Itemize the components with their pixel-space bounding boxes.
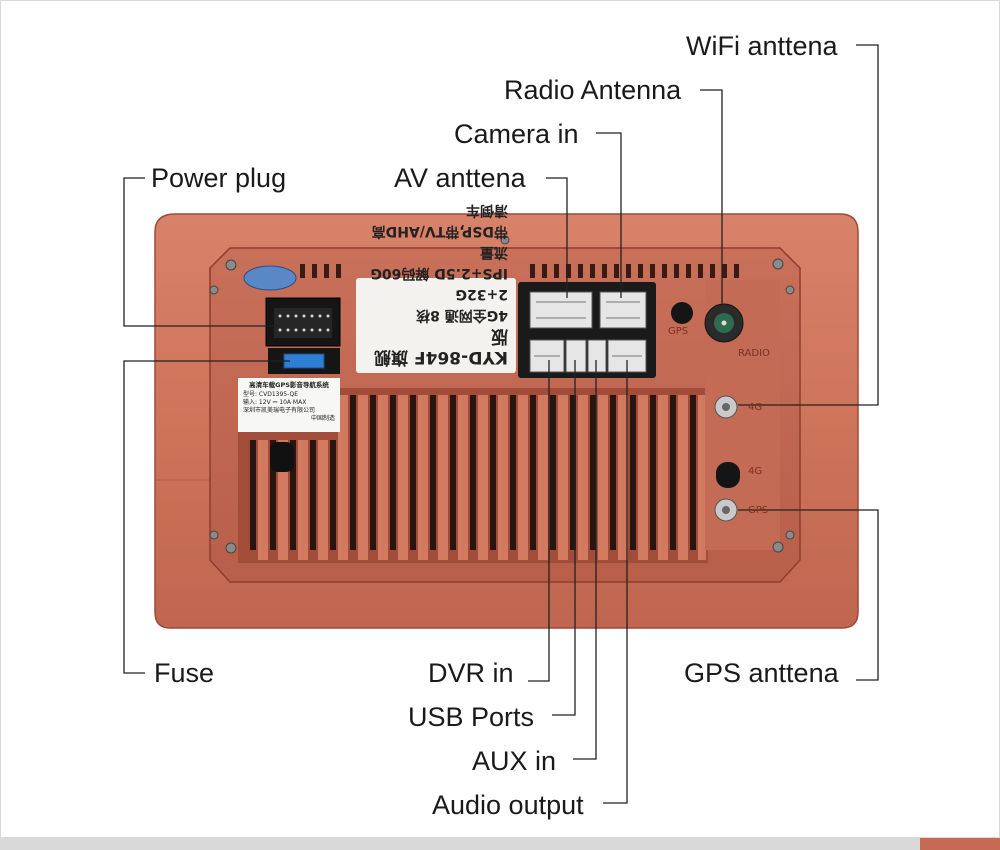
aux-leader	[573, 360, 597, 760]
label-wifi-antenna: WiFi anttena	[686, 31, 838, 61]
sticker-line-1: KYD-864F 旗舰版	[374, 326, 508, 367]
brand-badge	[243, 265, 297, 291]
wifi-sma-connector	[714, 395, 738, 419]
left-port-hole	[270, 442, 294, 472]
label-camera-in: Camera in	[454, 119, 579, 149]
radio-leader	[700, 89, 723, 305]
label-usb-ports: USB Ports	[408, 702, 535, 732]
port-mark-gps-top: GPS	[668, 326, 689, 337]
label-aux-in: AUX in	[472, 746, 557, 776]
bottom-strip-accent	[920, 838, 1000, 850]
spec-sticker-title: 高清车载GPS影音导航系统	[249, 381, 329, 389]
sticker-line-4: 带DSP,带TV/AHD高清倒车	[371, 202, 508, 239]
spec-line-1: 型号: CVD1395-QE	[243, 391, 299, 398]
screws	[209, 235, 795, 554]
sticker-line-2: 4G全网通 8核2+32G	[416, 286, 508, 323]
gps-sma-connector	[714, 498, 738, 522]
power-plug-connector	[265, 297, 341, 347]
label-dvr-in: DVR in	[428, 658, 514, 688]
spec-line-4: 中国制造	[310, 415, 335, 422]
sticker-line-3: IPS+2.5D 解码60G流量	[370, 244, 508, 281]
camera-leader	[596, 132, 622, 298]
gps-hole	[671, 302, 693, 324]
spec-line-2: 输入: 12V ⎓ 10A MAX	[243, 399, 307, 406]
bottom-strip	[0, 838, 1000, 850]
model-sticker: KYD-864F 旗舰版 4G全网通 8核2+32G IPS+2.5D 解码60…	[356, 202, 516, 373]
usb-leader	[552, 360, 576, 716]
label-fuse: Fuse	[154, 658, 215, 688]
label-power-plug: Power plug	[151, 163, 287, 193]
av-leader	[546, 177, 568, 298]
dvr-leader	[528, 360, 550, 682]
fuse-leader	[123, 360, 290, 674]
label-audio-output: Audio output	[432, 790, 584, 820]
spec-sticker: 高清车载GPS影音导航系统 型号: CVD1395-QE 输入: 12V ⎓ 1…	[238, 378, 340, 432]
port-mark-4g-2: 4G	[748, 466, 763, 477]
label-gps-antenna: GPS anttena	[684, 658, 839, 688]
port-mark-radio: RADIO	[738, 348, 770, 359]
second-4g-hole	[716, 462, 740, 488]
label-radio-antenna: Radio Antenna	[504, 75, 682, 105]
port-mark-4g: 4G	[748, 402, 763, 413]
wifi-leader	[738, 44, 879, 406]
camera-av-connectors	[529, 291, 647, 329]
spec-line-3: 深圳市凯美瑞电子有限公司	[243, 407, 316, 414]
leader-lines	[123, 44, 879, 804]
label-av-antenna: AV anttena	[394, 163, 526, 193]
port-mark-gps-bottom: GPS	[748, 505, 769, 516]
gps-leader	[738, 509, 879, 681]
audio-leader	[603, 360, 628, 804]
top-vents	[300, 264, 739, 278]
power-leader	[123, 177, 278, 327]
dvr-usb-aux-audio-connectors	[529, 339, 647, 373]
